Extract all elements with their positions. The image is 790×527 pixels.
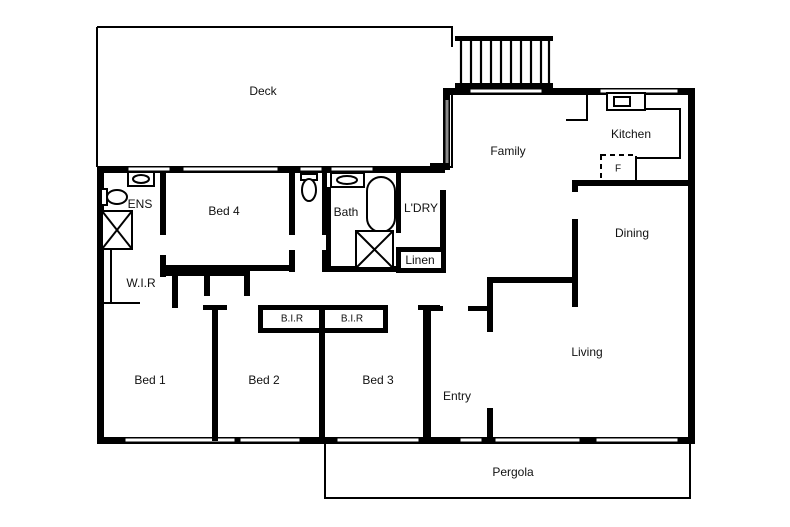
stairs bbox=[455, 36, 553, 88]
room-label-pergola: Pergola bbox=[492, 465, 534, 479]
fridge-icon bbox=[600, 154, 637, 182]
bathtub-icon bbox=[366, 176, 396, 233]
windows bbox=[124, 88, 679, 443]
bedroom-walls bbox=[203, 268, 440, 441]
room-label-bed3: Bed 3 bbox=[362, 373, 394, 387]
kitchen-fixtures bbox=[600, 92, 646, 182]
room-label-deck: Deck bbox=[249, 84, 277, 98]
room-label-ens: ENS bbox=[128, 197, 153, 211]
toilet-bath-icon bbox=[301, 178, 317, 202]
laundry-linen-walls bbox=[396, 190, 446, 273]
toilet-ens-icon bbox=[106, 189, 128, 205]
room-label-bed2: Bed 2 bbox=[248, 373, 280, 387]
room-label-kitchen: Kitchen bbox=[611, 127, 651, 141]
room-label-bir-1: B.I.R bbox=[281, 314, 303, 325]
room-label-bed1: Bed 1 bbox=[134, 373, 166, 387]
room-label-family: Family bbox=[490, 144, 525, 158]
room-label-wir: W.I.R bbox=[126, 276, 156, 290]
bed4-walls bbox=[166, 173, 295, 272]
room-label-living: Living bbox=[571, 345, 602, 359]
room-labels: Deck ENS Bed 4 Bath L'DRY Linen W.I.R Fa… bbox=[126, 84, 651, 479]
room-label-bir-2: B.I.R bbox=[341, 314, 363, 325]
dining-walls bbox=[572, 219, 578, 307]
room-label-dining: Dining bbox=[615, 226, 649, 240]
bath-fixtures bbox=[300, 172, 396, 269]
room-label-linen: Linen bbox=[405, 253, 434, 267]
room-label-bath: Bath bbox=[334, 205, 359, 219]
sink-kitchen-icon bbox=[606, 92, 646, 111]
ensuite-fixtures bbox=[100, 171, 155, 250]
room-label-entry: Entry bbox=[443, 389, 471, 403]
room-label-ldry: L'DRY bbox=[404, 201, 438, 215]
pergola-outline bbox=[324, 442, 691, 499]
living-entry-walls bbox=[423, 277, 577, 441]
room-label-bed4: Bed 4 bbox=[208, 204, 240, 218]
fridge-label: F bbox=[615, 164, 621, 175]
